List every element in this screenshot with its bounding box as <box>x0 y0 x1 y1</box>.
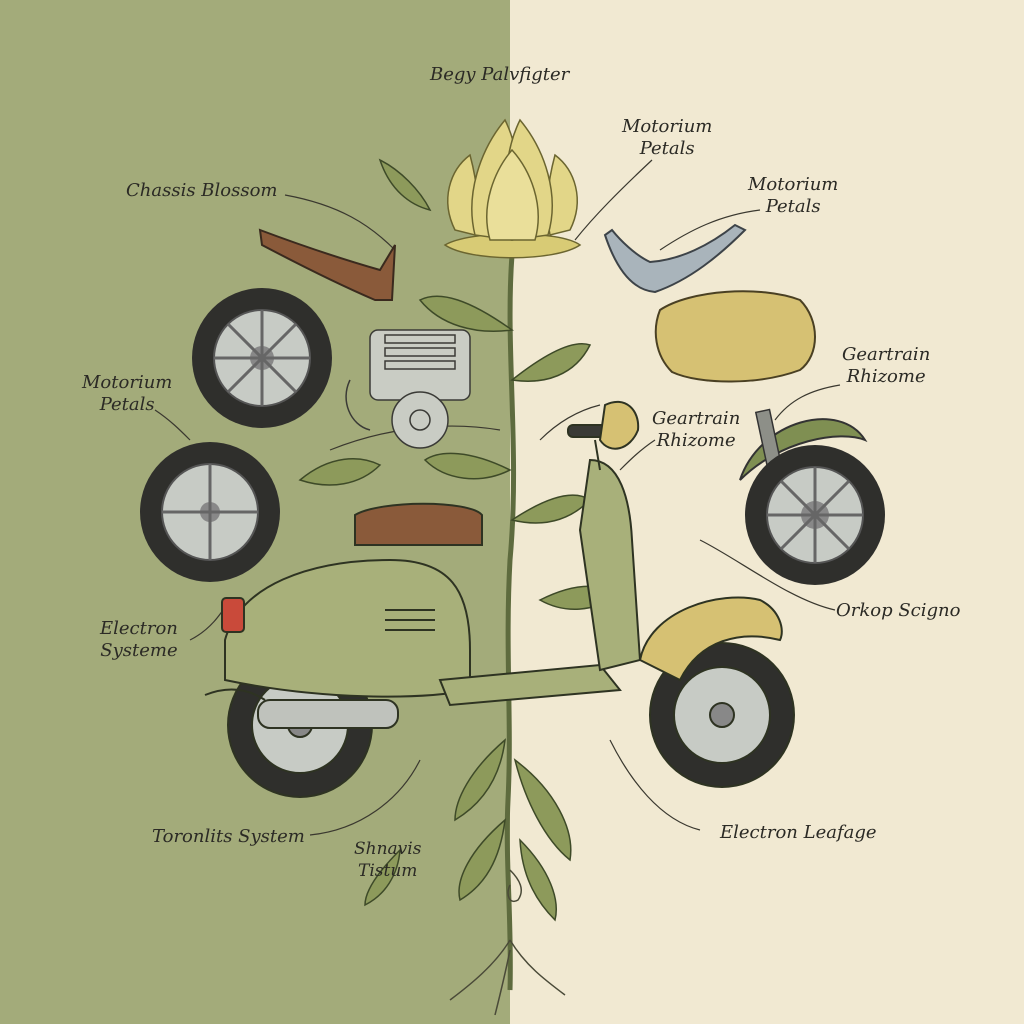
label-shnavis-tistum: Shnavis Tistum <box>354 839 422 881</box>
engine-part <box>345 329 471 449</box>
fuel-tank-part <box>654 290 816 383</box>
label-orkop-scigno: Orkop Scigno <box>836 600 961 621</box>
roots <box>449 869 566 1016</box>
label-top-title: Begy Palvfigter <box>430 64 570 85</box>
label-motorium-petals-1: Motorium Petals <box>622 116 713 159</box>
label-toronlits-system: Toronlits System <box>152 826 305 847</box>
label-motorium-petals-3: Motorium Petals <box>82 372 173 415</box>
label-electron-systeme: Electron Systeme <box>100 618 178 661</box>
rust-fairing-part <box>258 228 396 301</box>
grey-fairing-part <box>603 223 747 294</box>
scooter <box>204 400 795 798</box>
front-wheel-assembly <box>739 408 885 585</box>
spare-wheel-top-left <box>192 288 332 428</box>
flower-blossom <box>443 118 582 259</box>
spare-wheel-middle-left <box>140 442 280 582</box>
label-chassis-blossom: Chassis Blossom <box>126 180 278 201</box>
label-electron-leafage: Electron Leafage <box>720 822 877 843</box>
leaves <box>298 158 617 922</box>
main-stem <box>504 254 517 991</box>
label-motorium-petals-2: Motorium Petals <box>748 174 839 217</box>
label-geartrain-rhizome-1: Geartrain Rhizome <box>842 344 931 387</box>
label-geartrain-rhizome-2: Geartrain Rhizome <box>652 408 741 451</box>
